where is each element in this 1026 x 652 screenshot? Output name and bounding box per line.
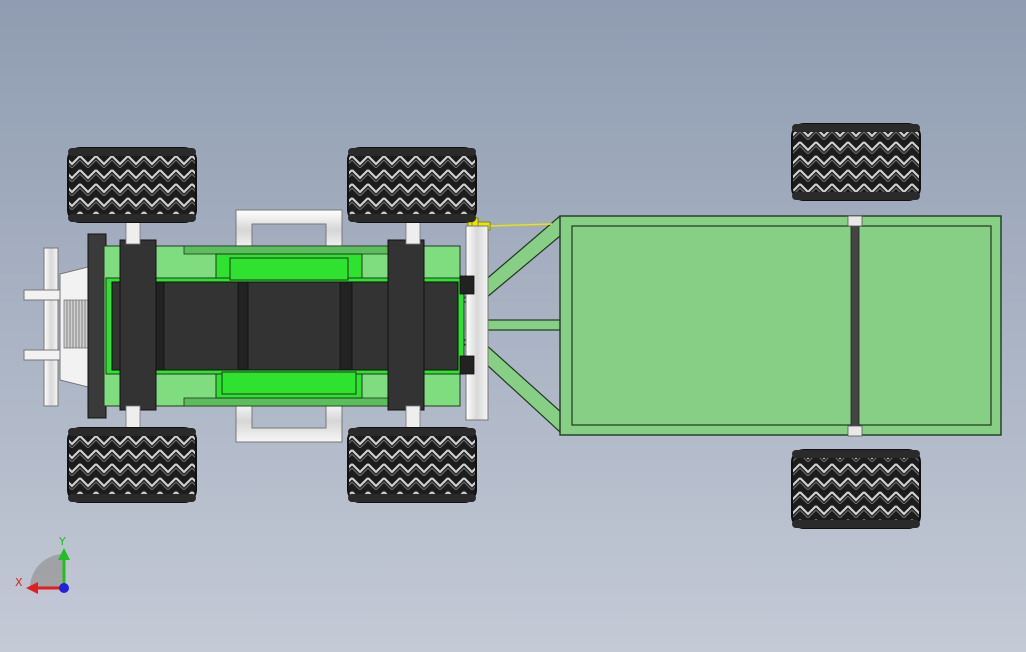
hitch-cable: [487, 223, 553, 227]
triad-x-arrow-icon: [26, 582, 38, 594]
coordinate-triad: X Y: [15, 535, 70, 594]
triad-y-arrow-icon: [58, 548, 70, 560]
cab-seam-2: [339, 281, 353, 371]
tow-bar-tube: [465, 225, 489, 421]
triad-z-axis-icon: [59, 583, 69, 593]
cab-seam-1: [237, 281, 249, 371]
trailer-axle: [850, 219, 860, 435]
tire-front-left[interactable]: [67, 147, 197, 223]
front-bumper-plate: [87, 233, 107, 419]
rear-axle-housing: [387, 239, 425, 411]
rear-left-axle-shaft: [405, 219, 421, 245]
triad-plane-icon: [30, 554, 64, 588]
tire-rear-right[interactable]: [347, 427, 477, 503]
body-hood-bottom: [221, 371, 357, 395]
rear-mount-top: [459, 275, 475, 295]
rear-right-axle-shaft: [405, 405, 421, 431]
trailer-axle-hub-bottom: [847, 425, 863, 437]
tire-rear-left[interactable]: [347, 147, 477, 223]
monster-truck[interactable]: [23, 209, 489, 443]
tire-trailer-left[interactable]: [791, 123, 921, 201]
front-axle-housing: [119, 239, 157, 411]
front-bumper-tube-top: [43, 247, 59, 407]
front-left-axle-shaft: [125, 219, 141, 245]
triad-x-label: X: [15, 576, 23, 589]
triad-y-label: Y: [58, 535, 66, 548]
tire-trailer-right[interactable]: [791, 449, 921, 529]
tire-front-right[interactable]: [67, 427, 197, 503]
trailer-bed-panel: [571, 225, 992, 426]
body-hood-top: [229, 257, 349, 281]
front-grille-slats: [63, 299, 91, 349]
trailer-axle-hub-top: [847, 215, 863, 227]
rear-mount-bottom: [459, 355, 475, 375]
front-right-axle-shaft: [125, 405, 141, 431]
trailer[interactable]: [461, 215, 1002, 437]
